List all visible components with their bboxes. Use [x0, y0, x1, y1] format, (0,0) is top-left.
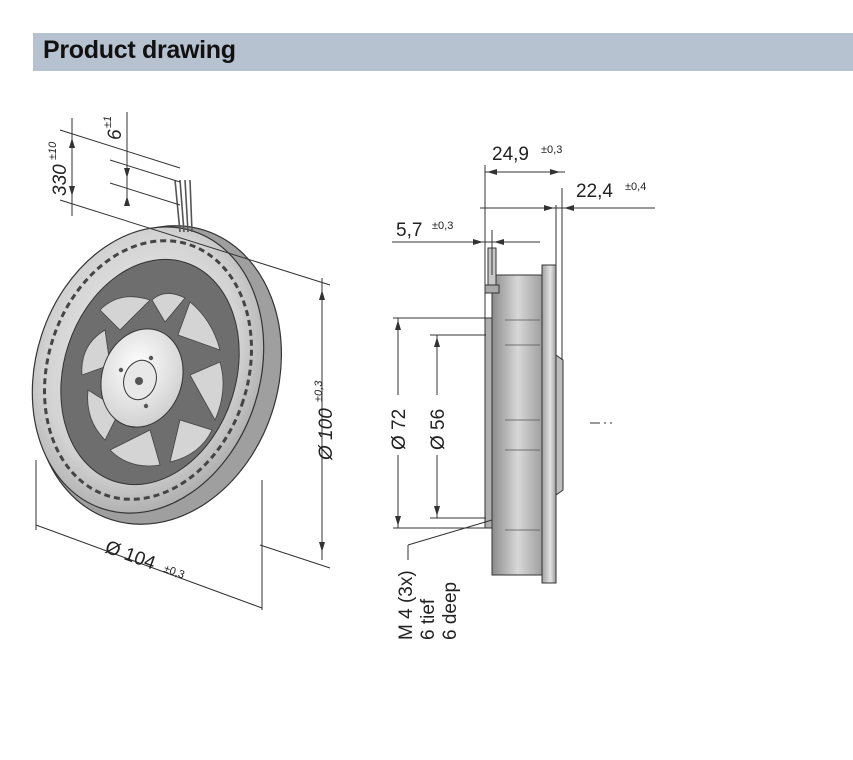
left-dimension-arrows [69, 138, 325, 552]
dim-cable-strip: 6 ±1 [102, 116, 126, 140]
dim-thread-line1: M 4 (3x) [396, 570, 417, 640]
dim-depth-5-7-tol: ±0,3 [432, 220, 453, 232]
dim-diameter-72-value: Ø 72 [389, 409, 410, 450]
section-header: Product drawing [33, 33, 853, 71]
side-body [491, 274, 545, 576]
dim-diameter-100: Ø 100 ±0,3 [313, 380, 337, 461]
dim-depth-22-4-value: 22,4 [576, 181, 613, 202]
fan-slot-ring [43, 239, 253, 501]
fan-shaft [135, 377, 143, 385]
dim-cable-length: 330 ±10 [47, 141, 71, 196]
dim-depth-22-4-tol: ±0,4 [625, 181, 646, 193]
dim-cable-length-value: 330 [50, 164, 71, 196]
fan-side-view [484, 247, 564, 584]
dim-depth-24-9-tol: ±0,3 [541, 144, 562, 156]
dim-thread-line3: 6 deep [440, 582, 461, 640]
right-dimension-arrows [395, 169, 574, 526]
dim-diameter-100-tol: ±0,3 [313, 380, 325, 402]
dim-depth-22-4: 22,4 ±0,4 [576, 181, 646, 202]
side-front-cap [555, 354, 564, 496]
fan-cable [174, 179, 193, 233]
hub-screw-hole [118, 367, 124, 373]
dim-depth-24-9-value: 24,9 [492, 144, 529, 165]
dim-thread-note: M 4 (3x) 6 tief 6 deep [396, 570, 461, 640]
dim-thread-line2: 6 tief [418, 598, 439, 640]
side-back-plate [484, 317, 493, 529]
dim-diameter-56: Ø 56 [428, 409, 449, 450]
dim-diameter-72: Ø 72 [389, 409, 410, 450]
dim-outer-diameter-tol: ±0,3 [162, 563, 186, 582]
dim-depth-5-7-value: 5,7 [396, 220, 422, 241]
dim-outer-diameter-value: Ø 104 [102, 537, 158, 575]
dim-depth-5-7: 5,7 ±0,3 [396, 220, 453, 241]
side-flange [541, 264, 557, 584]
fan-impeller-blades [81, 293, 224, 467]
dim-diameter-100-value: Ø 100 [316, 408, 337, 461]
dim-depth-24-9: 24,9 ±0,3 [492, 144, 562, 165]
dim-cable-strip-value: 6 [105, 129, 126, 140]
left-dimension-lines [35, 112, 331, 610]
page-title: Product drawing [43, 36, 236, 64]
hub-screw-hole [148, 355, 154, 361]
fan-perspective-view [31, 179, 283, 525]
hub-screw-hole [143, 403, 149, 409]
dim-cable-length-tol: ±10 [47, 141, 59, 160]
dim-cable-strip-tol: ±1 [102, 116, 114, 128]
dim-outer-diameter: Ø 104 ±0,3 [102, 537, 186, 582]
dim-diameter-56-value: Ø 56 [428, 409, 449, 450]
